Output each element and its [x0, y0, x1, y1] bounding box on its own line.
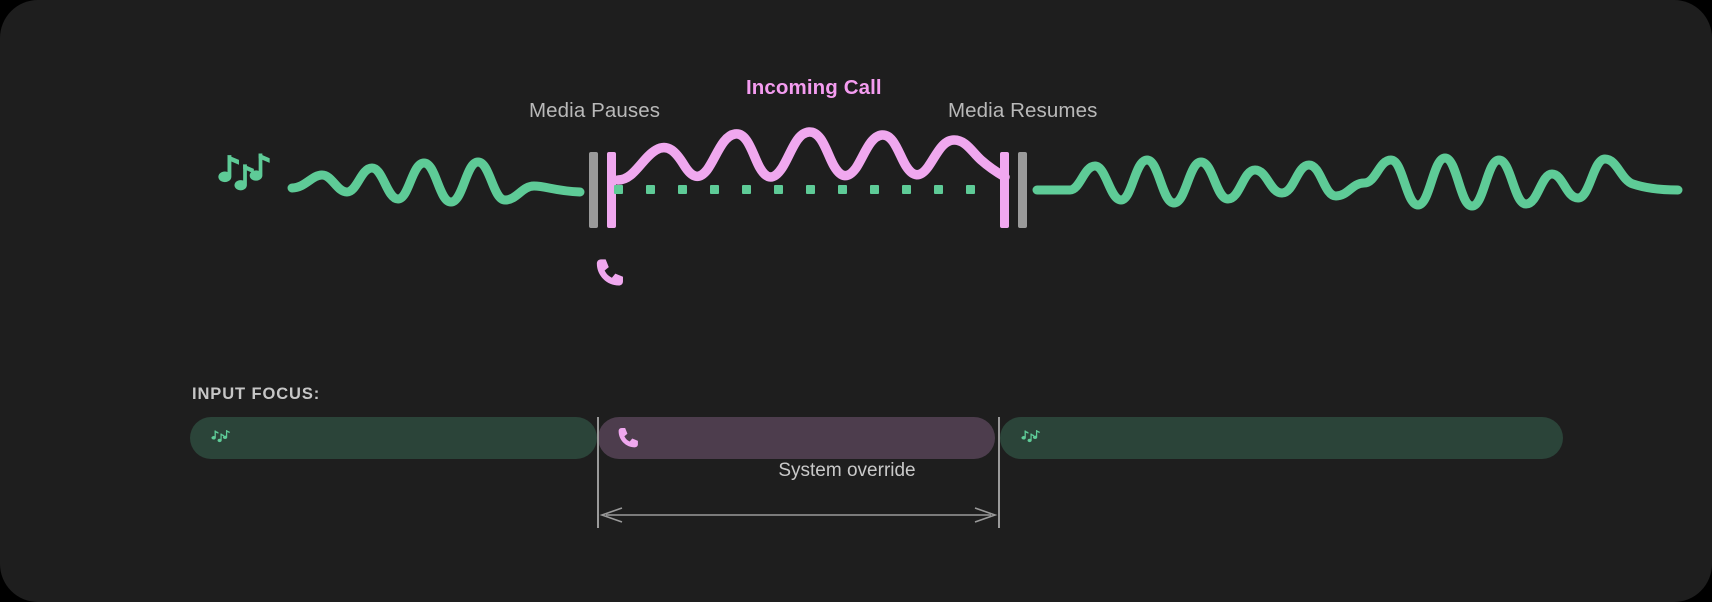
resume-bar-gray — [1018, 152, 1027, 228]
system-override-bracket — [597, 417, 1000, 528]
pause-bar-pink — [607, 152, 616, 228]
label-media-resumes: Media Resumes — [948, 99, 1098, 122]
waveform-graphic — [218, 127, 1683, 286]
label-incoming-call: Incoming Call — [746, 76, 882, 99]
focus-bar-call[interactable] — [598, 417, 995, 459]
override-arrow-head-right — [974, 507, 998, 523]
waveform-incoming-call — [613, 127, 1010, 185]
music-notes-icon — [210, 428, 236, 448]
music-notes-icon — [218, 153, 270, 191]
resume-bar-pink — [1000, 152, 1009, 228]
focus-bar-media-left[interactable] — [190, 417, 597, 459]
label-media-pauses: Media Pauses — [529, 99, 661, 122]
input-focus-section: INPUT FOCUS: — [0, 340, 1712, 602]
waveform-media-before — [287, 157, 585, 207]
phone-icon — [596, 259, 623, 286]
override-arrow-head-left — [599, 507, 623, 523]
muted-media-dots — [614, 185, 975, 194]
timeline-area: Media Pauses Incoming Call Media Resumes — [218, 76, 1683, 286]
pause-bar-gray — [589, 152, 598, 228]
system-override-label: System override — [778, 460, 916, 481]
music-notes-icon — [1020, 428, 1046, 448]
input-focus-title: INPUT FOCUS: — [192, 385, 321, 403]
focus-bar-media-right[interactable] — [1000, 417, 1563, 459]
waveform-media-after — [1032, 153, 1683, 211]
phone-icon — [618, 427, 640, 449]
